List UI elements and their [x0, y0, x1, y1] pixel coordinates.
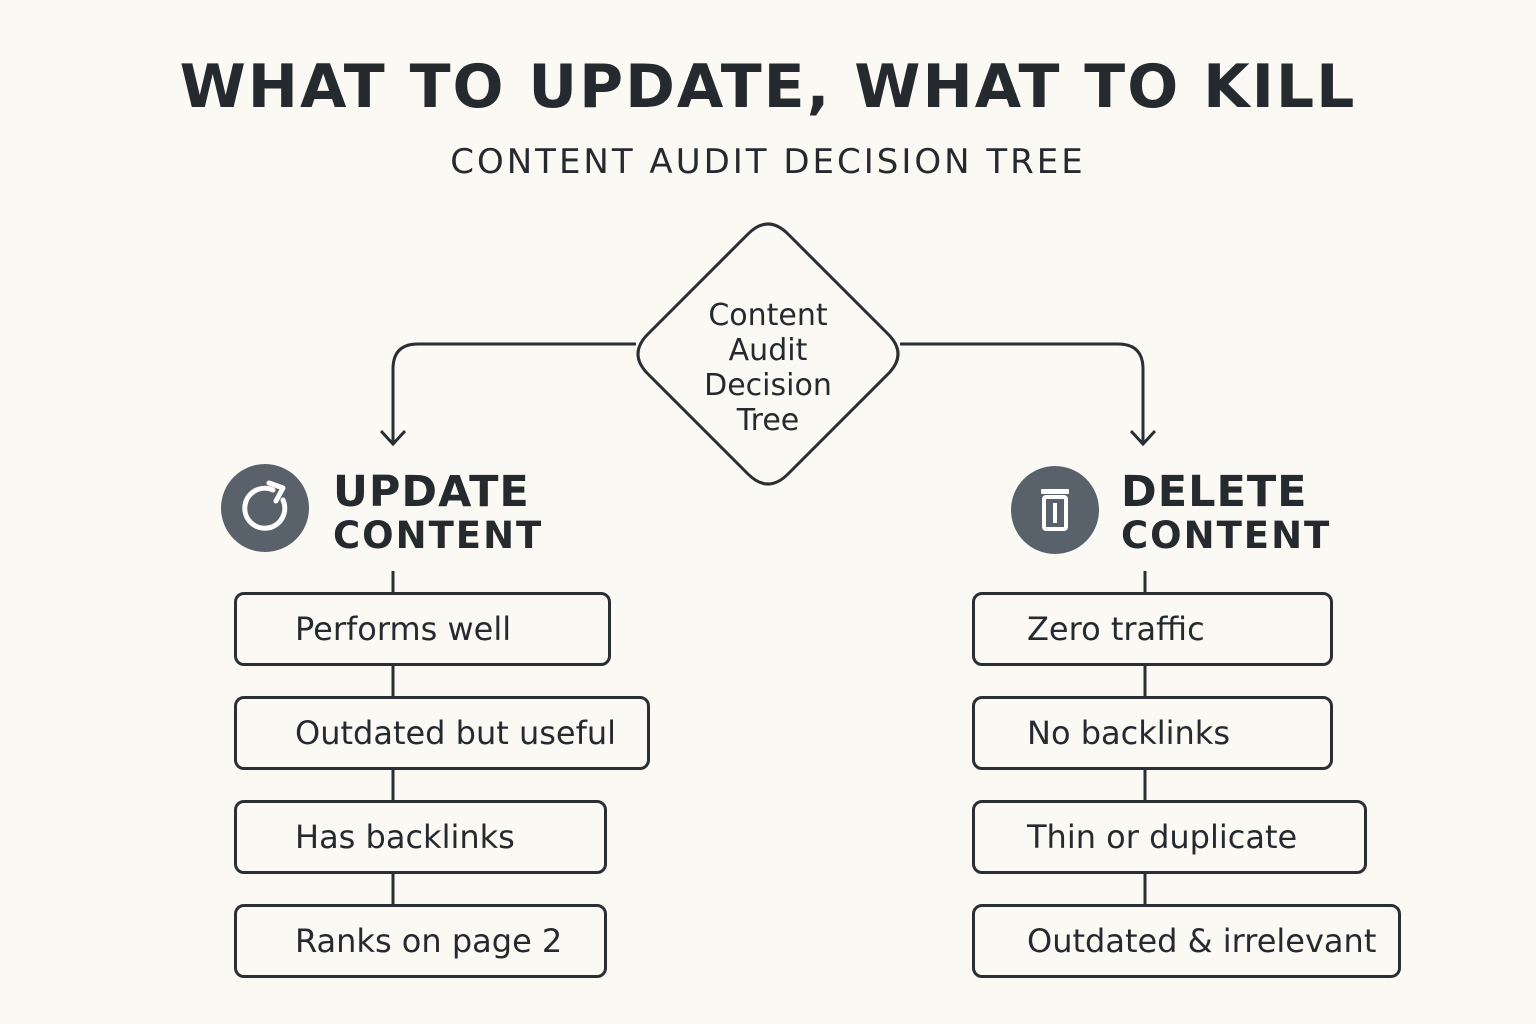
trash-icon [1011, 466, 1099, 554]
update-content-heading: UPDATE CONTENT [333, 470, 543, 558]
criterion-label: Thin or duplicate [1027, 818, 1298, 856]
criterion-label: Ranks on page 2 [295, 922, 563, 960]
decision-label: Content Audit Decision Tree [668, 298, 868, 438]
update-criterion: Has backlinks [234, 800, 607, 874]
delete-criterion: Thin or duplicate [972, 800, 1367, 874]
update-criterion: Ranks on page 2 [234, 904, 607, 978]
right-arrowhead [1129, 429, 1157, 447]
decision-line: Decision [704, 368, 832, 403]
left-branch-connector [391, 342, 636, 443]
page-subtitle: CONTENT AUDIT DECISION TREE [450, 142, 1086, 182]
delete-criterion: Zero traffic [972, 592, 1333, 666]
delete-heading-line2: CONTENT [1121, 514, 1332, 557]
update-heading-line2: CONTENT [333, 514, 544, 557]
criterion-label: Performs well [295, 610, 512, 648]
left-arrowhead [379, 429, 407, 447]
page-title: WHAT TO UPDATE, WHAT TO KILL [179, 52, 1357, 122]
criterion-label: Outdated but useful [295, 714, 617, 752]
update-heading-line1: UPDATE [333, 467, 530, 517]
criterion-label: Outdated & irrelevant [1027, 922, 1377, 960]
delete-content-heading: DELETE CONTENT [1121, 470, 1331, 558]
right-branch-connector [900, 342, 1145, 443]
decision-line: Tree [736, 403, 800, 438]
decision-line: Content [708, 298, 828, 333]
criterion-label: Has backlinks [295, 818, 515, 856]
refresh-icon [221, 464, 309, 552]
criterion-label: Zero traffic [1027, 610, 1205, 648]
decision-diamond [636, 222, 900, 486]
update-criterion: Performs well [234, 592, 611, 666]
update-criterion: Outdated but useful [234, 696, 650, 770]
delete-criterion: Outdated & irrelevant [972, 904, 1401, 978]
delete-criterion: No backlinks [972, 696, 1333, 770]
decision-line: Audit [728, 333, 808, 368]
criterion-label: No backlinks [1027, 714, 1230, 752]
delete-heading-line1: DELETE [1121, 467, 1308, 517]
